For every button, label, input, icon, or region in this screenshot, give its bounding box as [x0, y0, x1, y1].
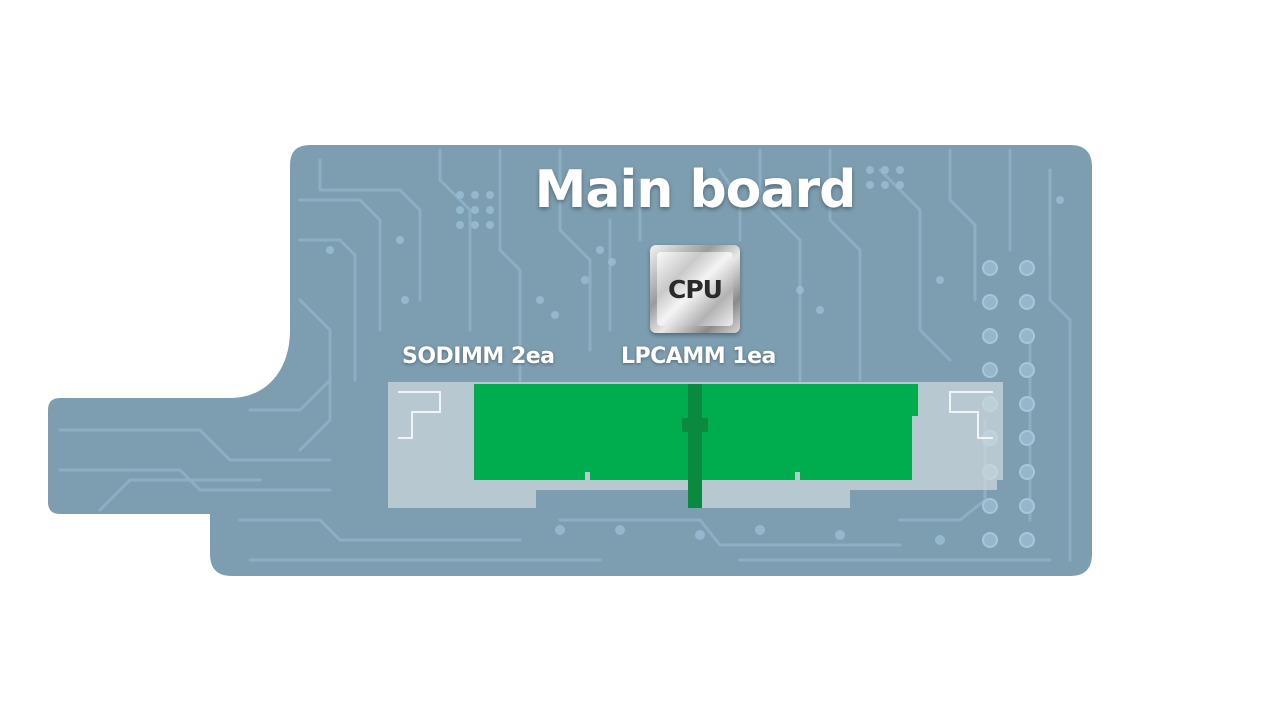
module-divider-notch	[682, 418, 708, 432]
board-title: Main board	[534, 160, 857, 220]
lpcamm-label: LPCAMM 1ea	[621, 344, 776, 369]
cpu-chip: CPU	[650, 245, 740, 333]
circuit-traces	[58, 148, 1072, 562]
slot-clip-left	[398, 391, 993, 439]
memory-module-left	[474, 384, 688, 480]
memory-module-right	[702, 384, 918, 480]
via-grid	[326, 166, 1064, 545]
cpu-core: CPU	[657, 252, 733, 326]
cpu-label: CPU	[668, 274, 723, 304]
module-divider	[688, 384, 702, 508]
sodimm-label: SODIMM 2ea	[402, 344, 555, 369]
